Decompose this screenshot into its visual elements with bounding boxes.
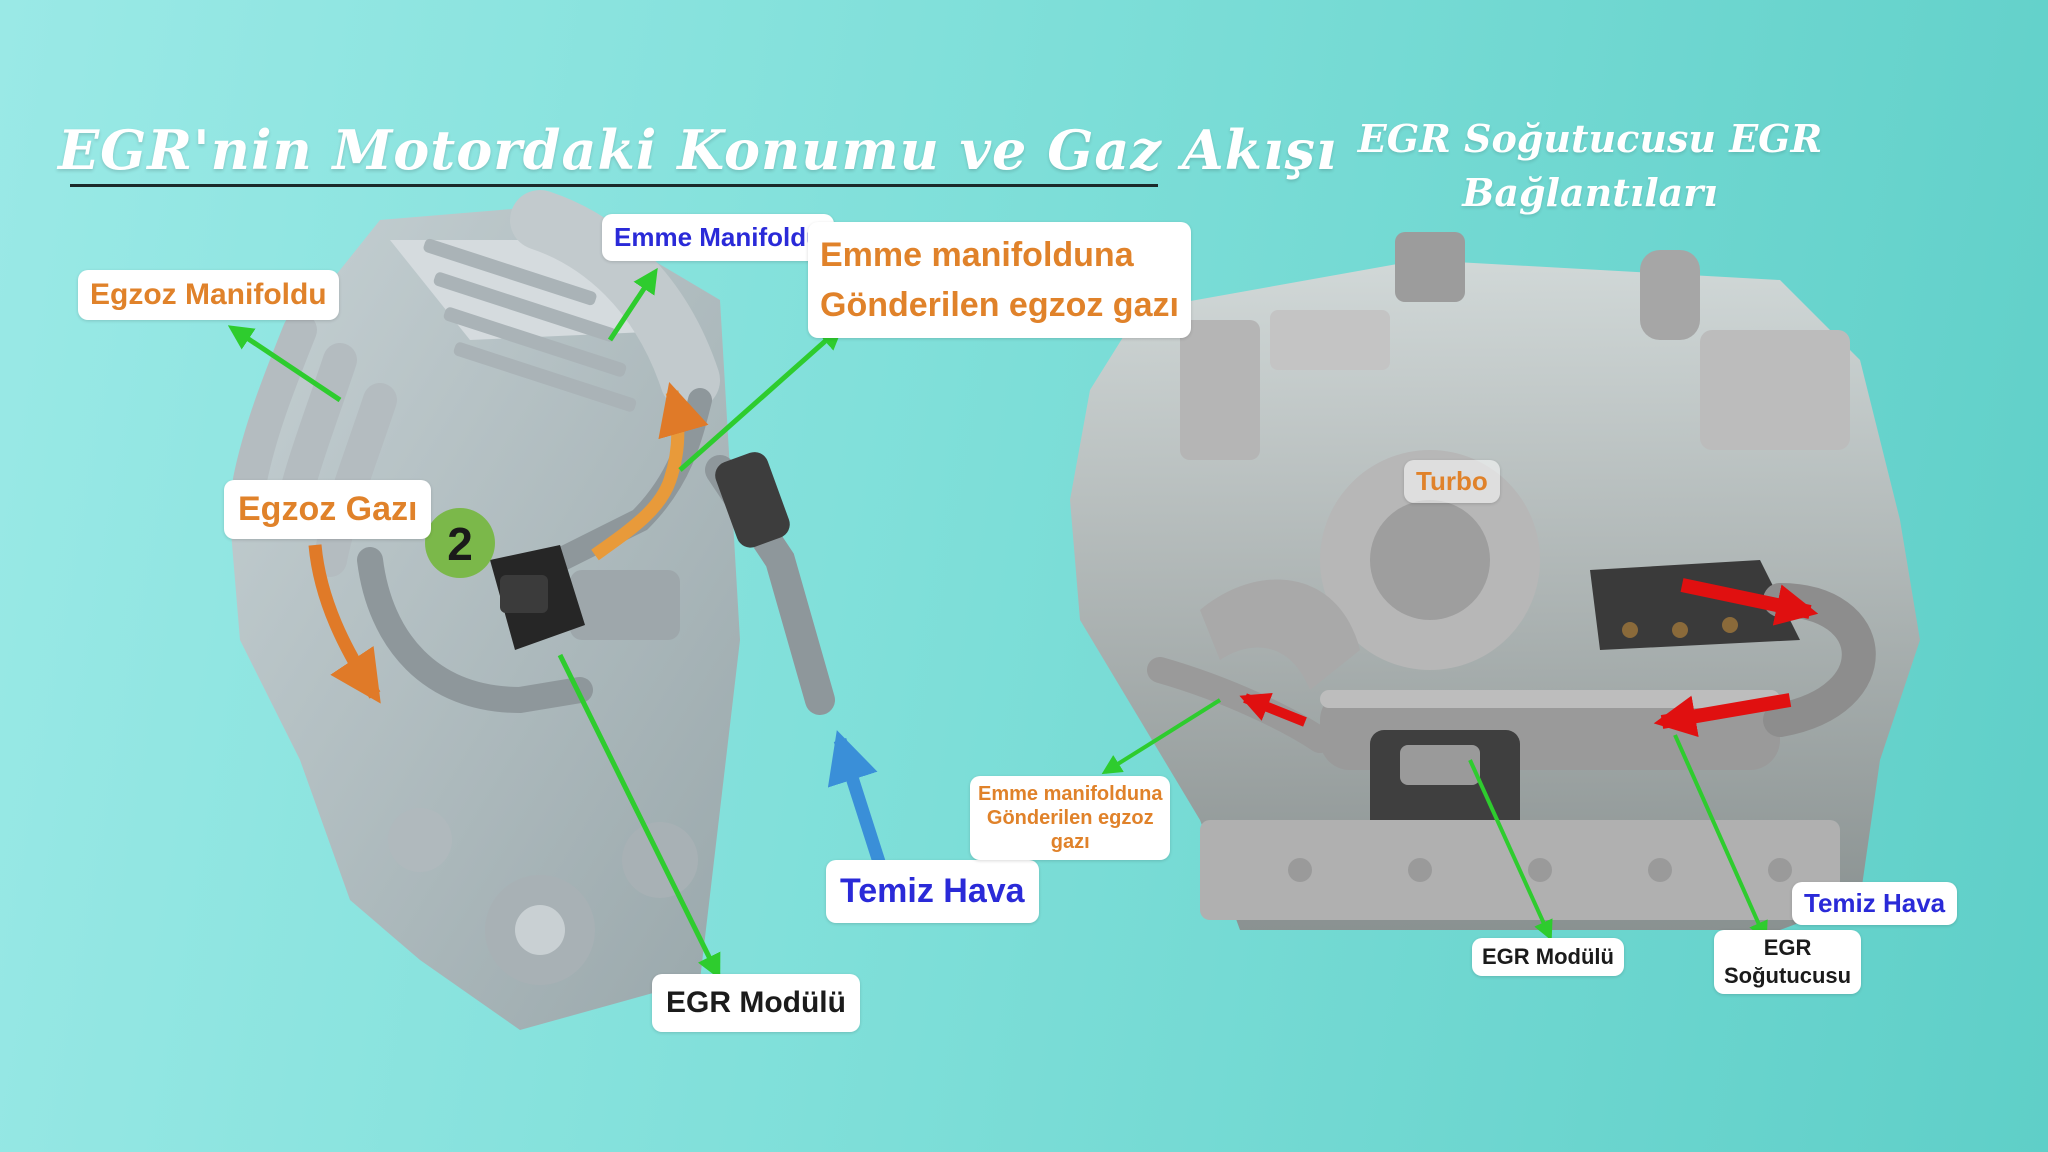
recirculated-gas-flow-arrow <box>591 381 709 561</box>
right-title-line-1: EGR Soğutucusu EGR <box>1357 116 1823 161</box>
pointer-recirculated-gas <box>678 324 844 472</box>
right-title: EGR Soğutucusu EGR Bağlantıları <box>1330 112 1850 220</box>
label-recirculated-gas-line-2: Gönderilen egzoz gazı <box>820 286 1179 324</box>
label-egr-module-right: EGR Modülü <box>1472 938 1624 976</box>
fresh-air-flow-arrow <box>827 730 887 867</box>
label-right-recirculated-line-3: gazı <box>1050 831 1090 853</box>
pointer-exhaust-manifold <box>227 325 342 403</box>
label-fresh-air-left: Temiz Hava <box>826 860 1039 923</box>
label-right-recirculated-line-1: Emme manifolduna <box>978 783 1163 805</box>
right-engine-illustration <box>1070 232 1920 930</box>
label-turbo: Turbo <box>1404 460 1500 503</box>
pointer-right-recirculated-gas <box>1101 698 1222 775</box>
label-egr-cooler: EGR Soğutucusu <box>1714 930 1862 994</box>
label-egr-cooler-line-1: EGR <box>1763 935 1812 960</box>
left-title: EGR'nin Motordaki Konumu ve Gaz Akışı <box>58 118 1338 182</box>
exhaust-to-cooler-arrow <box>1680 578 1819 626</box>
left-engine-illustration <box>230 190 835 1030</box>
title-underline <box>70 184 1158 187</box>
label-egr-cooler-line-2: Soğutucusu <box>1724 963 1852 988</box>
pointer-egr-module <box>557 653 721 980</box>
pointer-egr-cooler <box>1673 734 1768 942</box>
label-intake-manifold: Emme Manifoldu <box>602 214 835 261</box>
label-fresh-air-right: Temiz Hava <box>1792 882 1958 925</box>
label-recirculated-gas-line-1: Emme manifolduna <box>820 236 1134 274</box>
label-recirculated-gas: Emme manifolduna Gönderilen egzoz gazı <box>808 222 1191 338</box>
label-egr-module-left: EGR Modülü <box>652 974 860 1032</box>
pointer-right-egr-module <box>1468 759 1553 941</box>
recirculated-return-arrow <box>1239 692 1307 727</box>
pointer-intake-manifold <box>607 267 658 342</box>
right-title-line-2: Bağlantıları <box>1462 170 1718 215</box>
step-badge-number: 2 <box>447 518 473 570</box>
label-right-recirculated-line-2: Gönderilen egzoz <box>986 807 1154 829</box>
label-exhaust-manifold: Egzoz Manifoldu <box>78 270 339 320</box>
cooler-flow-arrow <box>1653 693 1792 738</box>
label-right-recirculated-gas: Emme manifolduna Gönderilen egzoz gazı <box>970 776 1171 860</box>
exhaust-gas-flow-arrow <box>308 544 381 704</box>
step-badge-circle <box>425 508 495 578</box>
label-exhaust-gas: Egzoz Gazı <box>224 480 432 539</box>
